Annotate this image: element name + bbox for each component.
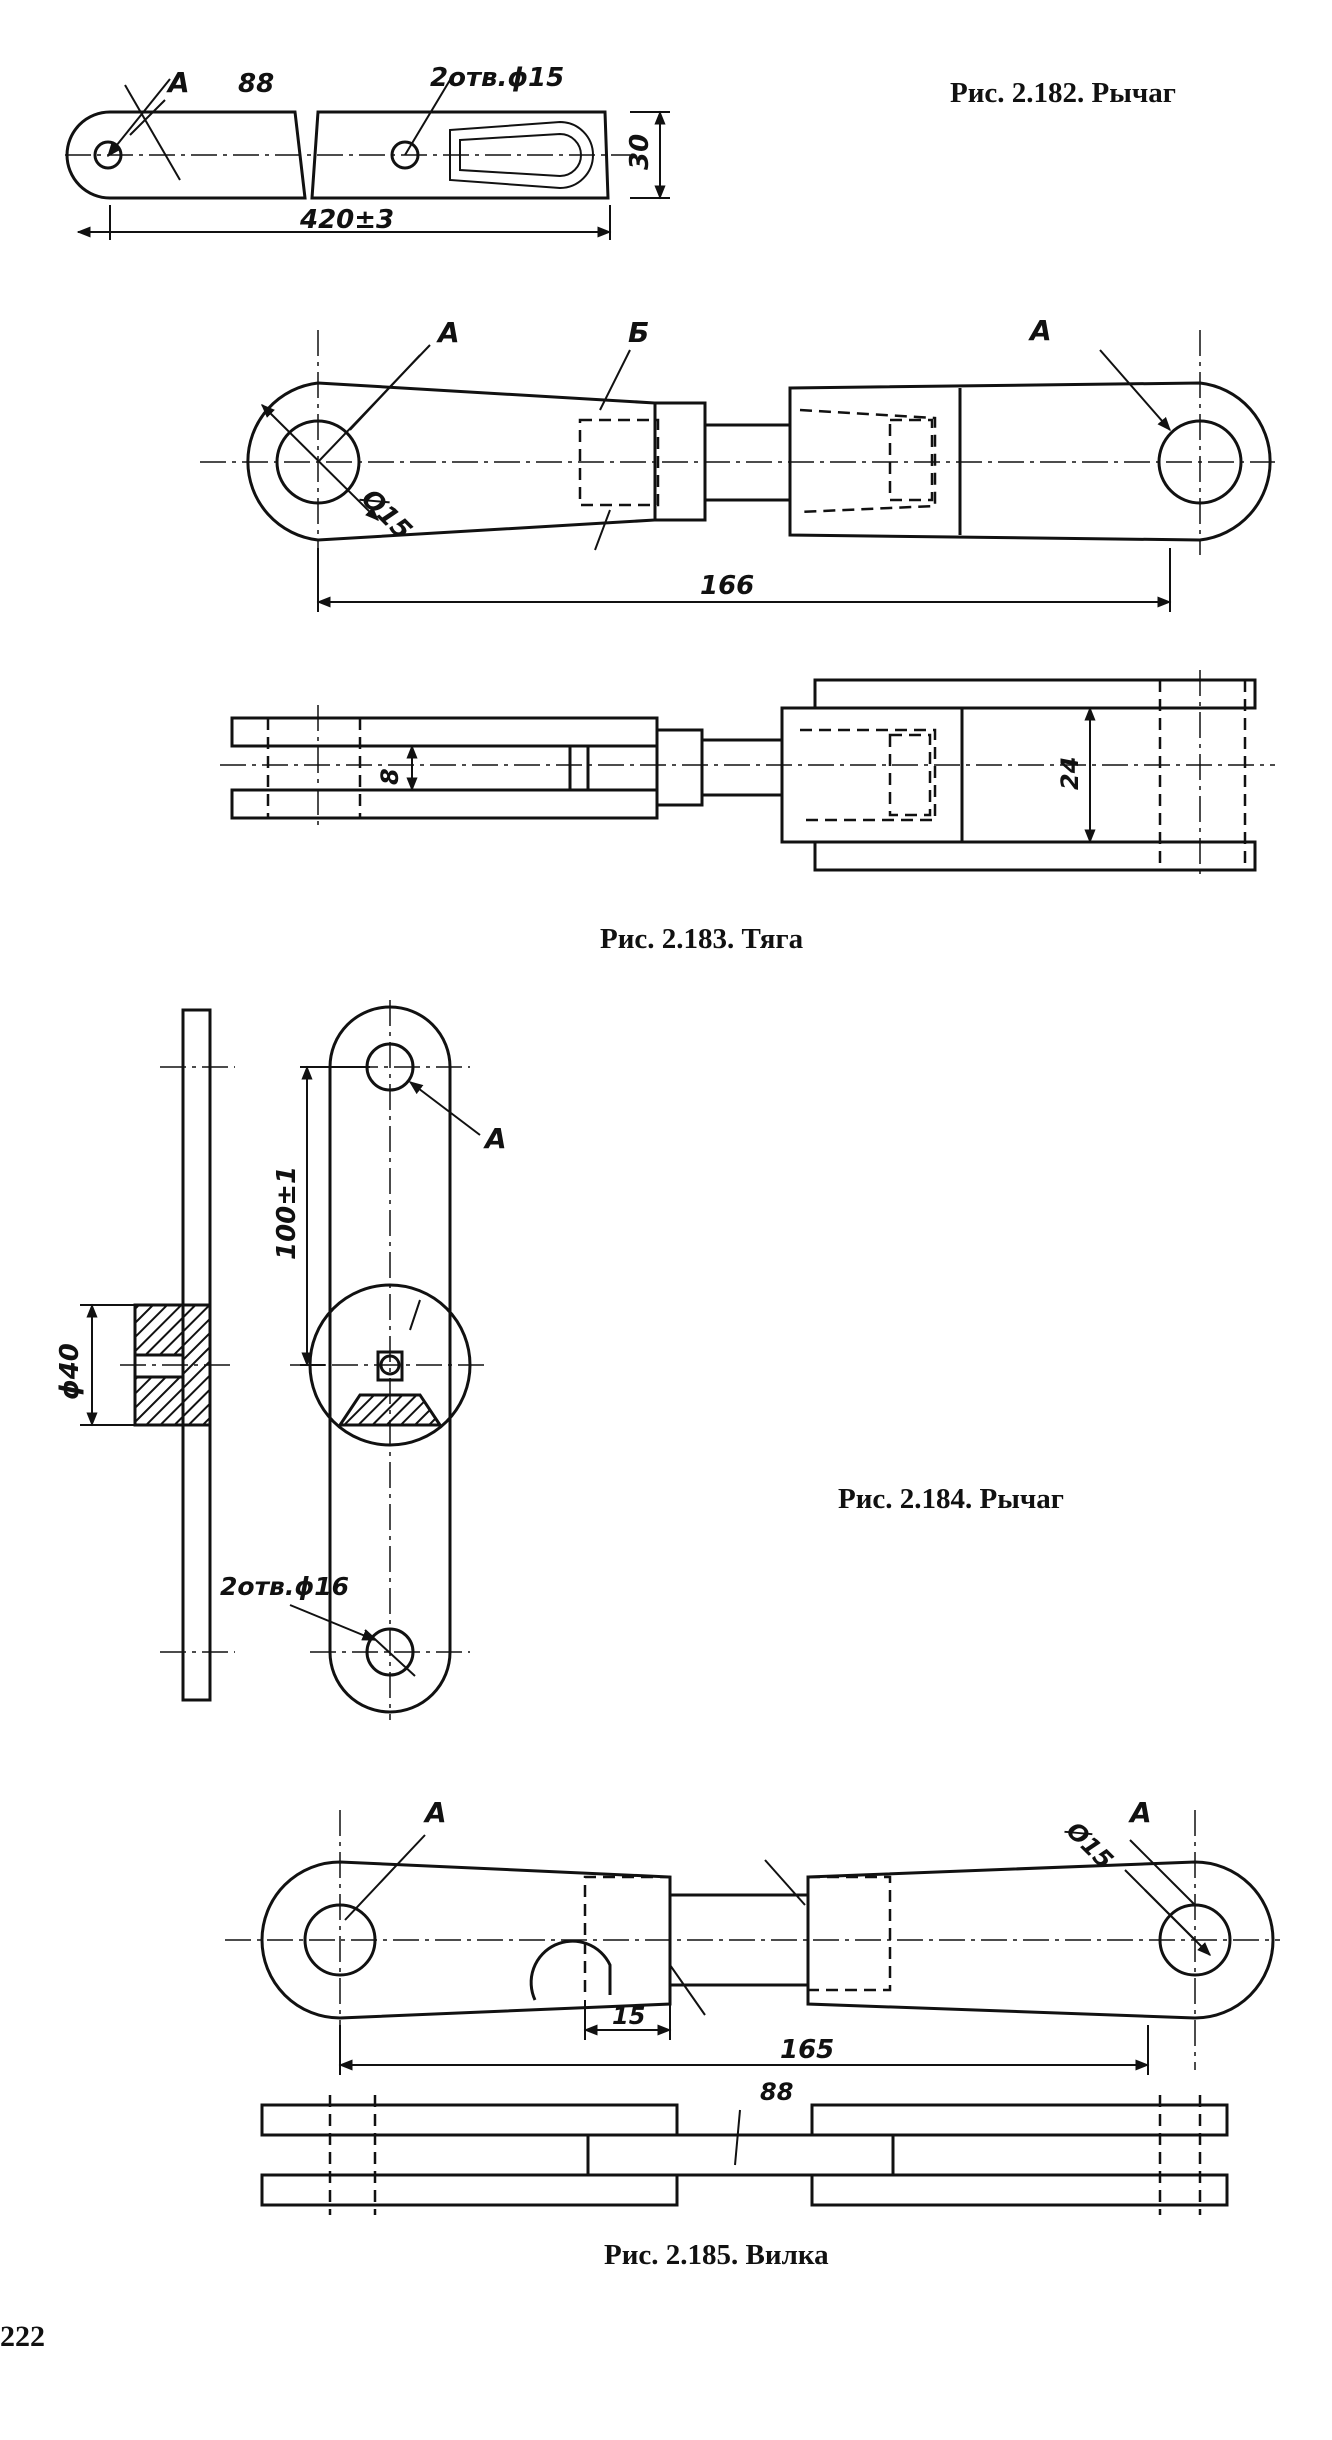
fig184-dim-hub: ϕ40 (55, 1343, 85, 1400)
figure-2-183-rod: A Б A Ø15 166 8 24 Рис. (200, 314, 1275, 955)
rod-top-view (200, 330, 1275, 612)
fig183-dim-length: 166 (700, 571, 754, 601)
lever-side-section (80, 1008, 235, 1702)
fig185-label-a-right: A (1128, 1796, 1152, 1829)
fig185-label-a-left: A (423, 1796, 447, 1829)
fig183-dim-gap: 8 (376, 768, 404, 785)
fig183-label-b: Б (628, 316, 649, 349)
rod-side-view (220, 670, 1275, 880)
fig183-caption: Рис. 2.183. Тяга (600, 923, 804, 955)
fig183-dim-width: 24 (1056, 757, 1084, 790)
fig182-label-holes: 2отв.ϕ15 (430, 63, 564, 93)
fig184-label-holes: 2отв.ϕ16 (220, 1572, 349, 1601)
fig185-caption: Рис. 2.185. Вилка (604, 2239, 829, 2271)
figure-2-185-fork: A A Ø15 15 165 88 Рис. 2.185. Вилка (225, 1796, 1280, 2271)
fig185-dim-slot: 15 (612, 2002, 645, 2030)
figure-2-184-lever: A 100±1 ϕ40 2отв.ϕ16 Рис. 2.184. Рычаг (55, 1000, 1064, 1720)
fig184-dim-spacing: 100±1 (272, 1166, 302, 1260)
fig184-caption: Рис. 2.184. Рычаг (838, 1483, 1064, 1515)
fig185-dim-length: 165 (780, 2035, 834, 2065)
fig182-dim-length: 420±3 (299, 205, 394, 235)
fork-top-view (225, 1810, 1280, 2075)
fork-side-view (260, 2095, 1229, 2215)
fig182-label-thickness: 88 (238, 69, 274, 99)
figure-2-182-lever: A 88 2отв.ϕ15 30 420±3 Рис. 2.182. Рычаг (65, 63, 1176, 240)
fig182-dim-height: 30 (625, 134, 655, 170)
fig183-label-a-left: A (436, 316, 460, 349)
lever-outline (65, 110, 630, 200)
fig183-label-a-right: A (1028, 314, 1052, 347)
hole-right (390, 140, 420, 170)
fig184-label-a: A (483, 1122, 507, 1155)
fig185-label-thickness: 88 (760, 2078, 793, 2106)
hole-left (93, 140, 123, 170)
fig182-label-a: A (166, 66, 190, 99)
lever-front-view (289, 1000, 490, 1720)
page-number: 222 (0, 2320, 45, 2353)
fig182-caption: Рис. 2.182. Рычаг (950, 77, 1176, 109)
